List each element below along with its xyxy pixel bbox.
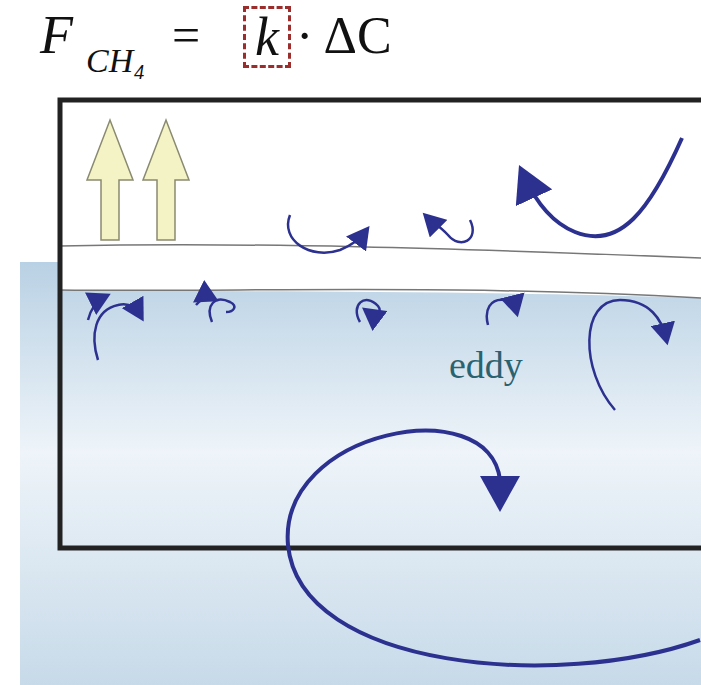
small-eddy bbox=[196, 297, 212, 305]
air-eddy bbox=[524, 138, 682, 236]
node-text: k bbox=[255, 10, 279, 64]
small-eddy bbox=[357, 300, 380, 322]
small-eddy bbox=[210, 300, 235, 322]
eddy-label: eddy bbox=[449, 346, 523, 384]
flux-symbol: F bbox=[40, 8, 73, 62]
water-body bbox=[20, 262, 701, 685]
highlight-box: k bbox=[243, 6, 291, 68]
flux-arrow bbox=[143, 120, 189, 240]
surface-film bbox=[60, 245, 701, 298]
small-eddy bbox=[288, 215, 365, 253]
control-box bbox=[60, 100, 701, 548]
flux-subscript: CH₄ bbox=[86, 44, 145, 78]
large-eddy bbox=[288, 431, 700, 666]
film-upper-line bbox=[60, 245, 701, 258]
small-eddy bbox=[94, 304, 140, 360]
equals-sign: = bbox=[172, 10, 200, 60]
film-lower-line bbox=[60, 290, 701, 299]
small-eddy bbox=[428, 218, 473, 242]
eddies bbox=[88, 138, 700, 665]
concentration-term: · ΔC bbox=[296, 10, 392, 62]
small-eddy bbox=[589, 300, 666, 410]
small-eddy bbox=[487, 300, 516, 325]
flux-arrow bbox=[87, 120, 133, 240]
small-eddy bbox=[88, 297, 104, 320]
